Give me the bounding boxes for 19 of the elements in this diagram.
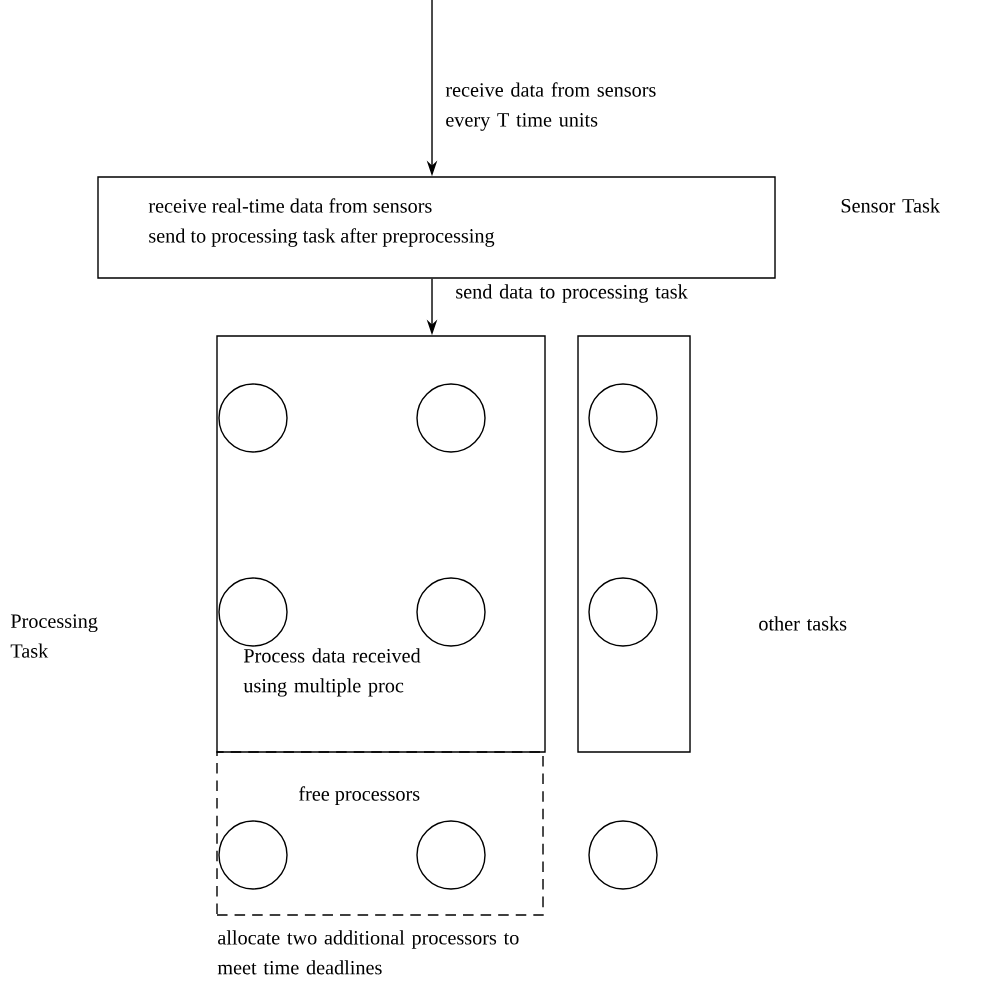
side-label: Processing Task (10, 614, 98, 658)
processor-circle (588, 577, 658, 647)
task-box: receive real-time data from sensors send to processing task after preprocessing (97, 176, 776, 279)
processor-circle (588, 820, 658, 890)
processor-circle (218, 577, 288, 647)
edge-label: send data to processing task (456, 284, 688, 303)
processor-circle (218, 820, 288, 890)
edge-label: receive data from sensors every T time units (445, 82, 656, 131)
side-label: other tasks (759, 616, 847, 631)
dashed-box: free processors (216, 751, 544, 916)
side-label: allocate two additional processors to meet time deadlines (217, 930, 519, 975)
processor-circle (416, 577, 486, 647)
processor-circle (218, 383, 288, 453)
side-label: Sensor Task (841, 198, 940, 213)
task-box: Process data received using multiple proc (216, 335, 546, 753)
process-box (577, 335, 691, 753)
processor-circle (416, 820, 486, 890)
processor-circle (588, 383, 658, 453)
processor-circle (416, 383, 486, 453)
